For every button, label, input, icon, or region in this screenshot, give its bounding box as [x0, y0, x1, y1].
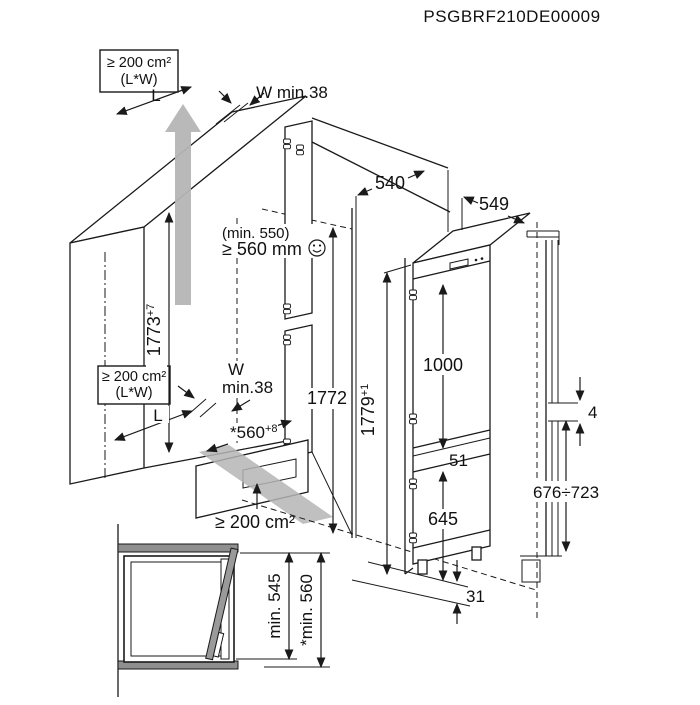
appliance-side-bottom: [404, 567, 414, 575]
length-mid-label: L: [153, 406, 162, 425]
dimension-depth-with-door: 549: [461, 194, 525, 230]
divider-line: [412, 437, 491, 457]
plan-open-door: [205, 547, 239, 661]
hinge-height-range-label: 676÷723: [533, 483, 599, 502]
control-button-icon: [474, 258, 478, 262]
upper-door-bottom-edge: [412, 429, 491, 449]
side-view-top-cap: [526, 230, 560, 245]
dimension-lower-door-height: 645: [424, 470, 463, 582]
lower-door-top-edge: [412, 453, 491, 473]
door-gap-label: 51: [449, 451, 468, 470]
dimension-plan-depth-min: min. 545: [265, 551, 294, 661]
vent-area-top-line2: (L*W): [120, 72, 157, 88]
vent-area-bottom-label: ≥ 200 cm²: [215, 512, 295, 532]
appliance-height-label: 1779+1: [358, 384, 378, 437]
dimension-door-gap: 51: [449, 451, 468, 470]
vent-area-top-callout: ≥ 200 cm² (L*W): [99, 49, 179, 93]
document-code: PSGBRF210DE00009: [423, 7, 600, 26]
plan-counter-front-band: [117, 543, 239, 553]
dimension-gap-top: W min.38: [218, 83, 328, 106]
niche-bottom-right-edge: [311, 451, 353, 536]
side-view-plinth-step: [521, 559, 541, 583]
niche-isometric-view: ≥ 200 cm² (L*W) ≥ 200 cm² (L*W) L W min.…: [69, 49, 451, 538]
appliance-front-face: [412, 244, 491, 565]
door-clearance-label: 4: [588, 403, 597, 422]
vent-area-mid-line1: ≥ 200 cm²: [102, 369, 167, 385]
lower-door-bottom-edge: [412, 529, 491, 549]
hidden-depth-edge: [261, 208, 353, 230]
cabinet-top-back-edge: [311, 117, 449, 169]
dimension-top-depth: 540: [355, 170, 425, 232]
top-vent-gap-line: [223, 102, 249, 123]
depth-with-door-label: 549: [479, 194, 509, 214]
top-vent-gap-line: [215, 104, 241, 125]
dimension-upper-door-height: 1000: [421, 283, 466, 450]
appliance-foot: [471, 546, 482, 561]
niche-height-inner-label: 1772: [307, 388, 347, 408]
niche-height-outer-label: 1773+7: [144, 304, 164, 357]
dimension-gap-mid: W min.38: [177, 360, 284, 418]
floor-line: [351, 579, 471, 607]
dimension-hinge-height-range: 676÷723: [528, 419, 604, 553]
plan-depth-with-door-label: *min. 560: [297, 574, 316, 646]
dimension-niche-height-inner: 1772: [303, 226, 351, 535]
depth-recommended-label: ≥ 560 mm: [222, 239, 302, 259]
dimension-niche-depth: *560+8: [205, 419, 293, 453]
airflow-bottom-band-icon: [199, 445, 333, 524]
appliance-front-view: 540 549 1779+1 1000 51 645: [351, 170, 531, 624]
side-profile-view: 4 676÷723: [520, 222, 604, 618]
plan-top-view: min. 545 *min. 560: [117, 524, 330, 697]
gap-top-label: W min.38: [256, 83, 328, 102]
vent-area-mid-callout: ≥ 200 cm² (L*W): [97, 365, 171, 405]
control-button-icon: [480, 257, 484, 260]
smiley-icon: [308, 239, 326, 257]
vent-area-mid-line2: (L*W): [115, 385, 152, 401]
plan-depth-min-label: min. 545: [265, 573, 284, 638]
control-display: [449, 258, 469, 270]
dimension-appliance-height: 1779+1: [358, 264, 412, 576]
gap-mid-line1-label: W: [228, 360, 244, 379]
door-handle: [212, 631, 225, 658]
dimension-plinth-height: 31: [452, 560, 485, 624]
airflow-up-arrow-icon: [165, 104, 201, 305]
plinth-height-label: 31: [466, 587, 485, 606]
dimension-door-clearance: 4: [575, 377, 597, 446]
top-depth-label: 540: [375, 173, 405, 193]
appliance-foot: [417, 559, 428, 575]
length-top-label: L: [151, 86, 160, 105]
upper-door-height-label: 1000: [423, 355, 463, 375]
left-cabinet-stile: [69, 226, 145, 485]
dimension-length-mid: L: [113, 406, 194, 441]
niche-depth-label: *560+8: [230, 423, 278, 442]
cabinet-top-front-edge: [311, 141, 451, 213]
vent-area-top-line1: ≥ 200 cm²: [107, 55, 172, 71]
lower-door-height-label: 645: [428, 509, 458, 529]
dimension-length-top: L: [115, 86, 193, 115]
depth-note-label: (min. 550): [222, 225, 290, 242]
dimension-plan-depth-with-door: *min. 560: [297, 551, 326, 669]
gap-mid-line2-label: min.38: [222, 378, 273, 397]
dimension-niche-height-outer: 1773+7: [144, 211, 174, 454]
control-panel-strip: [412, 260, 491, 280]
depth-recommendation-note: (min. 550) ≥ 560 mm: [219, 224, 326, 259]
